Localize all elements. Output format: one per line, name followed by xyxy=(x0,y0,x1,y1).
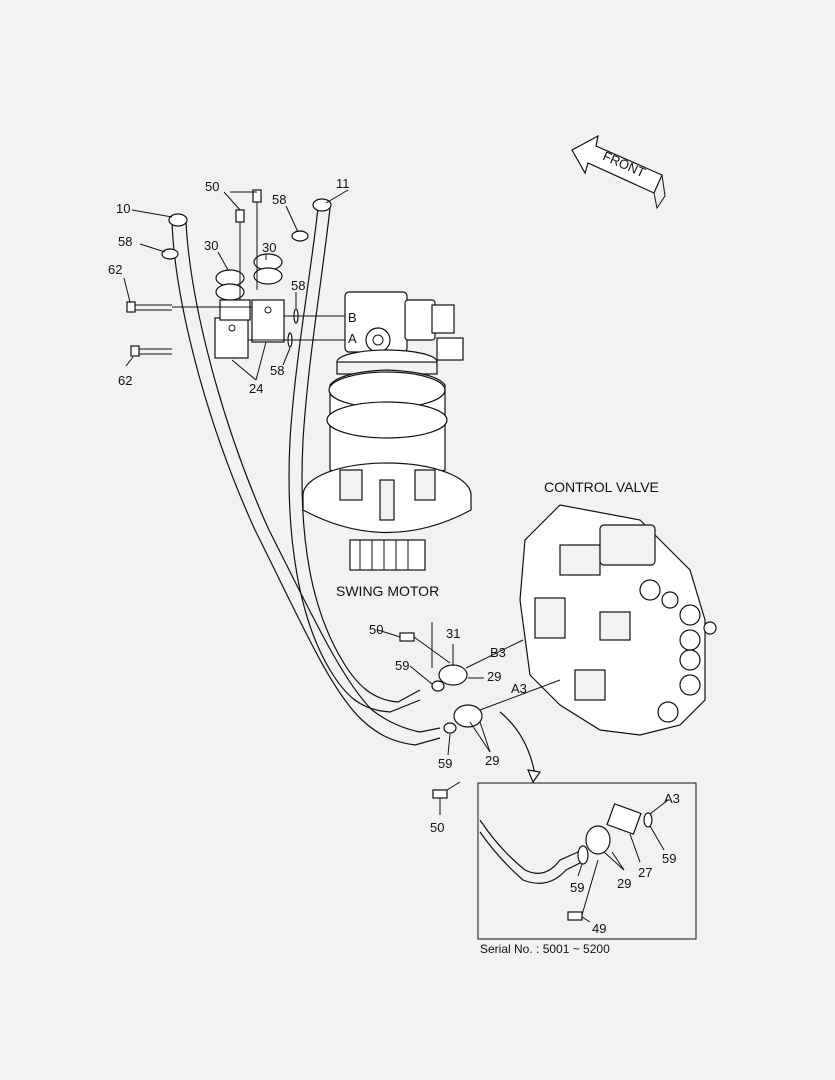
callout-50-low: 50 xyxy=(430,820,444,835)
swing-motor xyxy=(302,291,472,571)
detail-callout-29: 29 xyxy=(617,876,631,891)
swing-motor-caption: SWING MOTOR xyxy=(336,583,439,599)
port-a-label: A xyxy=(348,331,357,346)
split-flange-left xyxy=(215,269,245,301)
flange-b3-assembly xyxy=(399,622,468,692)
detail-callout-59-b: 59 xyxy=(570,880,584,895)
callout-59-b: 59 xyxy=(438,756,452,771)
flange-a3-assembly xyxy=(432,704,483,799)
callout-62-bottom: 62 xyxy=(118,373,132,388)
callout-31: 31 xyxy=(446,626,460,641)
port-b-label: B xyxy=(348,310,357,325)
callout-29-b: 29 xyxy=(485,753,499,768)
hose-11 xyxy=(288,198,421,713)
callout-62-top: 62 xyxy=(108,262,122,277)
bolt-62-upper xyxy=(126,301,252,313)
detail-a3-label: A3 xyxy=(664,791,680,806)
split-flange-right xyxy=(253,253,283,285)
callout-24: 24 xyxy=(249,381,263,396)
detail-callout-59-a: 59 xyxy=(662,851,676,866)
callout-10: 10 xyxy=(116,201,130,216)
callout-11: 11 xyxy=(336,176,350,191)
detail-callout-27: 27 xyxy=(638,865,652,880)
callout-58-left: 58 xyxy=(118,234,132,249)
flange-block-left xyxy=(214,299,251,359)
front-arrow-icon: FRONT xyxy=(571,134,666,210)
callout-30-left: 30 xyxy=(204,238,218,253)
hose-10 xyxy=(168,213,441,746)
port-b3-label: B3 xyxy=(490,645,506,660)
o-ring-58-left xyxy=(161,248,179,260)
serial-caption: Serial No. : 5001 ~ 5200 xyxy=(480,942,610,956)
bolt-50-top xyxy=(235,189,262,300)
callout-30-right: 30 xyxy=(262,240,276,255)
callout-59-a: 59 xyxy=(395,658,409,673)
o-ring-58-top xyxy=(291,230,309,242)
detail-inset xyxy=(477,782,697,940)
flange-block-right xyxy=(251,299,285,343)
control-valve-caption: CONTROL VALVE xyxy=(544,479,659,495)
callout-50-mid: 50 xyxy=(369,622,383,637)
bolt-62-lower xyxy=(130,345,172,357)
detail-callout-49: 49 xyxy=(592,921,606,936)
callout-58-top: 58 xyxy=(272,192,286,207)
callout-58-mid: 58 xyxy=(291,278,305,293)
callout-50-top: 50 xyxy=(205,179,219,194)
control-valve xyxy=(519,504,717,736)
callout-58-low: 58 xyxy=(270,363,284,378)
callout-29-a: 29 xyxy=(487,669,501,684)
port-a3-label: A3 xyxy=(511,681,527,696)
